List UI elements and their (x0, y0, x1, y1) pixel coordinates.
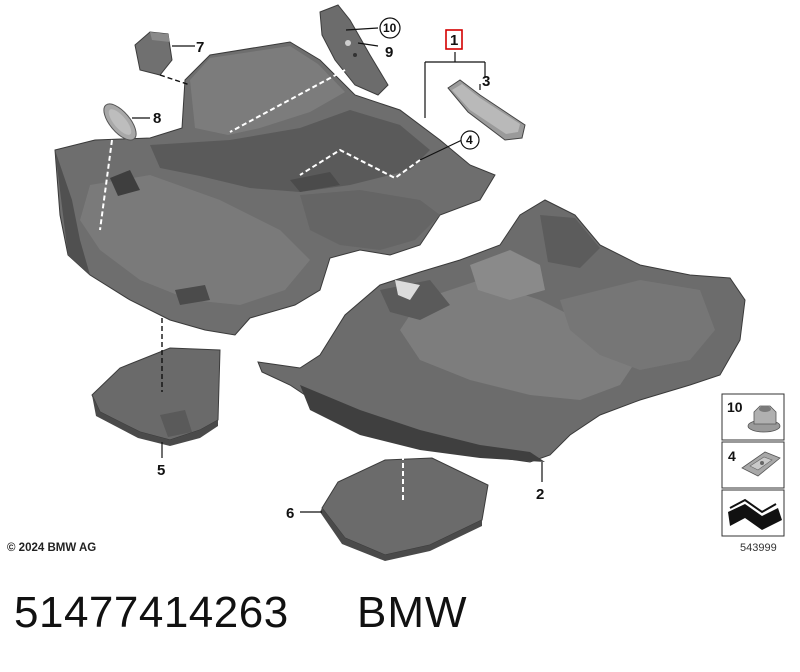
part-6-front-mat (320, 457, 489, 561)
front-floor-carpet (257, 199, 746, 463)
callout-9: 9 (385, 44, 393, 61)
callout-3: 3 (482, 73, 490, 90)
nut-icon (747, 405, 781, 433)
fastener-legend: 10 4 (721, 393, 785, 537)
callout-4-circle (460, 130, 480, 150)
legend-item-4-number: 4 (728, 448, 736, 464)
carpet-section-icon (728, 498, 782, 530)
clip-icon (741, 451, 781, 477)
part-number: 51477414263 (14, 588, 289, 637)
diagram-id: 543999 (740, 542, 777, 554)
callout-10: 10 (383, 21, 397, 35)
callout-labels: 1 2 3 4 5 6 7 8 9 10 (153, 17, 544, 522)
copyright-text: © 2024 BMW AG (7, 542, 97, 554)
legend-item-10-number: 10 (727, 399, 743, 415)
part-7-cover (134, 31, 173, 76)
rear-floor-carpet (54, 41, 496, 336)
callout-10-circle (379, 17, 401, 39)
callout-8: 8 (153, 110, 161, 127)
callout-6: 6 (286, 505, 294, 522)
callout-5: 5 (157, 462, 165, 479)
part-8-damper (103, 103, 137, 141)
callout-1-box (445, 29, 463, 50)
brand-name: BMW (357, 588, 468, 637)
part-9-panel (319, 4, 389, 96)
callout-7: 7 (196, 39, 204, 56)
part-3-insulation (447, 79, 526, 141)
callout-2: 2 (536, 486, 544, 503)
leader-lines (99, 27, 543, 513)
callout-4: 4 (466, 133, 473, 147)
callout-1: 1 (450, 32, 458, 49)
part-5-rear-mat (91, 347, 221, 446)
